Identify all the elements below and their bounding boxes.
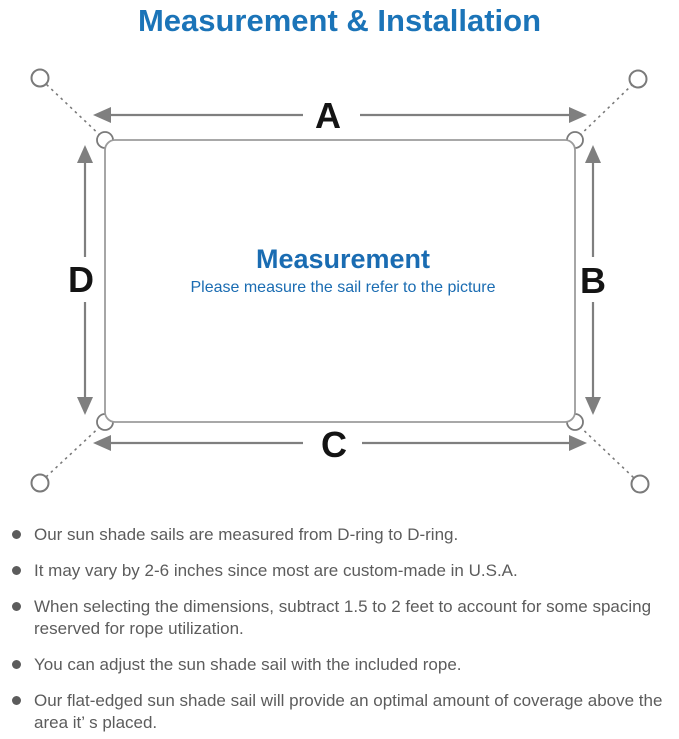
notes-list: Our sun shade sails are measured from D-… bbox=[12, 524, 670, 739]
list-item: When selecting the dimensions, subtract … bbox=[12, 596, 670, 640]
note-text: You can adjust the sun shade sail with t… bbox=[34, 655, 462, 674]
anchor-point-bottom-left bbox=[30, 473, 50, 493]
sail-rectangle bbox=[104, 139, 576, 423]
rope-line-top-right bbox=[574, 84, 633, 141]
rope-line-bottom-right bbox=[574, 421, 635, 479]
arrowhead-c-right bbox=[569, 435, 587, 451]
arrowhead-c-left bbox=[93, 435, 111, 451]
note-text: Our flat-edged sun shade sail will provi… bbox=[34, 691, 663, 732]
anchor-point-top-right bbox=[628, 69, 648, 89]
arrowhead-a-right bbox=[569, 107, 587, 123]
list-item: Our sun shade sails are measured from D-… bbox=[12, 524, 670, 546]
arrowhead-b-top bbox=[585, 145, 601, 163]
dim-label-c: C bbox=[321, 424, 347, 465]
arrowhead-a-left bbox=[93, 107, 111, 123]
dim-label-b: B bbox=[580, 260, 606, 301]
rope-line-top-left bbox=[45, 83, 106, 141]
anchor-point-top-left bbox=[30, 68, 50, 88]
list-item: It may vary by 2-6 inches since most are… bbox=[12, 560, 670, 582]
anchor-point-bottom-right bbox=[630, 474, 650, 494]
note-text: Our sun shade sails are measured from D-… bbox=[34, 525, 459, 544]
center-subtitle: Please measure the sail refer to the pic… bbox=[190, 279, 495, 296]
bullet-icon bbox=[12, 566, 21, 575]
bullet-icon bbox=[12, 602, 21, 611]
bullet-icon bbox=[12, 696, 21, 705]
rope-line-bottom-left bbox=[45, 421, 106, 478]
note-text: When selecting the dimensions, subtract … bbox=[34, 597, 652, 638]
bullet-icon bbox=[12, 660, 21, 669]
note-text: It may vary by 2-6 inches since most are… bbox=[34, 561, 518, 580]
arrowhead-d-top bbox=[77, 145, 93, 163]
page-title: Measurement & Installation bbox=[137, 3, 542, 38]
dim-label-a: A bbox=[315, 95, 341, 136]
list-item: You can adjust the sun shade sail with t… bbox=[12, 654, 670, 676]
dim-label-d: D bbox=[68, 259, 94, 300]
center-title: Measurement bbox=[256, 244, 430, 274]
arrowhead-d-bottom bbox=[77, 397, 93, 415]
arrowhead-b-bottom bbox=[585, 397, 601, 415]
list-item: Our flat-edged sun shade sail will provi… bbox=[12, 690, 670, 734]
measurement-diagram: A C D B Measurement Please measure the s… bbox=[30, 68, 650, 494]
bullet-icon bbox=[12, 530, 21, 539]
